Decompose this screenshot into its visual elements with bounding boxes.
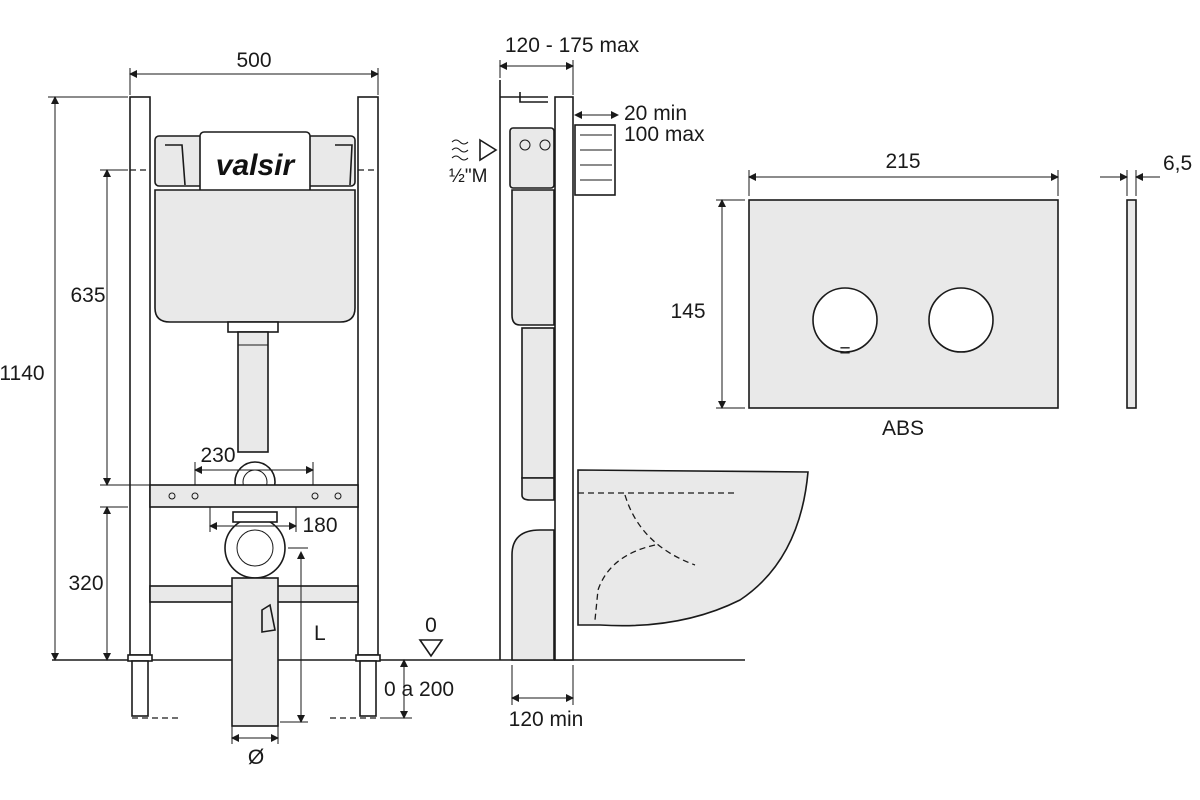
side-frame-upright	[554, 96, 574, 661]
left-foot	[127, 654, 153, 662]
flush-plate-view: = – ABS	[748, 199, 1137, 440]
plate-side-profile	[1126, 199, 1137, 409]
side-flush-pipe	[521, 327, 555, 479]
dim-lower-height: 320	[68, 572, 103, 595]
dim-cistern-height: 635	[70, 284, 105, 307]
flush-pipe	[237, 331, 269, 453]
plate-dimensions: 215 145 6,5	[670, 150, 1192, 409]
cistern-outlet-collar	[227, 321, 279, 333]
side-dimensions: 120 - 175 max 20 min 100 max 120 min	[499, 34, 705, 731]
button-left-symbol: =	[839, 341, 850, 362]
pipe-bracket	[261, 603, 276, 633]
button-left	[812, 287, 878, 353]
side-drain-bend	[511, 529, 555, 661]
side-wall-bracket	[500, 92, 548, 103]
toilet-trap-outline	[594, 494, 696, 621]
dim-plate-max: 100 max	[624, 123, 705, 146]
dim-side-depth: 120 - 175 max	[505, 34, 640, 57]
dim-total-height: 1140	[0, 362, 45, 385]
floor-level-icon	[418, 639, 444, 658]
button-right-symbol: –	[956, 341, 967, 362]
dim-plate-thickness: 6,5	[1163, 152, 1192, 175]
water-inlet-label: ½"M	[449, 166, 487, 187]
right-foot	[355, 654, 381, 662]
plate-material: ABS	[882, 417, 924, 440]
water-waves-icon	[451, 139, 469, 161]
button-right	[928, 287, 994, 353]
side-view: ½"M 0	[418, 80, 809, 661]
dim-outlet-length: L	[314, 622, 326, 645]
side-push-plate	[574, 124, 616, 196]
inlet-arrow-icon	[479, 138, 498, 162]
dim-plate-width: 215	[885, 150, 920, 173]
brand-logo: valsir	[216, 149, 297, 182]
cistern-tank	[154, 189, 356, 323]
dim-outlet-spacing: 180	[302, 514, 337, 537]
dim-plate-min: 20 min	[624, 102, 687, 125]
dim-base-min: 120 min	[509, 708, 584, 731]
drain-pipe	[231, 577, 279, 727]
floor-level-label: 0	[425, 614, 437, 637]
left-upright	[129, 96, 151, 656]
dim-plate-height: 145	[670, 300, 705, 323]
right-upright	[357, 96, 379, 656]
cross-rail	[149, 484, 359, 508]
dim-floor-range: 0 a 200	[384, 678, 454, 701]
front-view: valsir	[52, 96, 420, 727]
right-anchor-rod	[359, 660, 377, 717]
left-anchor-rod	[131, 660, 149, 717]
side-cistern-head	[509, 127, 555, 189]
drain-clamp	[232, 511, 278, 523]
dim-inlet-spacing: 230	[200, 444, 235, 467]
side-cistern-body	[511, 189, 555, 326]
side-bend	[521, 477, 555, 501]
dim-diameter: Ø	[248, 746, 264, 769]
front-dimensions: 500 1140 635 320 230 180 L 0 a 200	[0, 49, 454, 769]
drain-outlet	[224, 517, 286, 579]
wall-hung-toilet	[577, 469, 809, 627]
flush-plate	[748, 199, 1059, 409]
bracket-clips	[165, 144, 353, 186]
dim-width: 500	[236, 49, 271, 72]
